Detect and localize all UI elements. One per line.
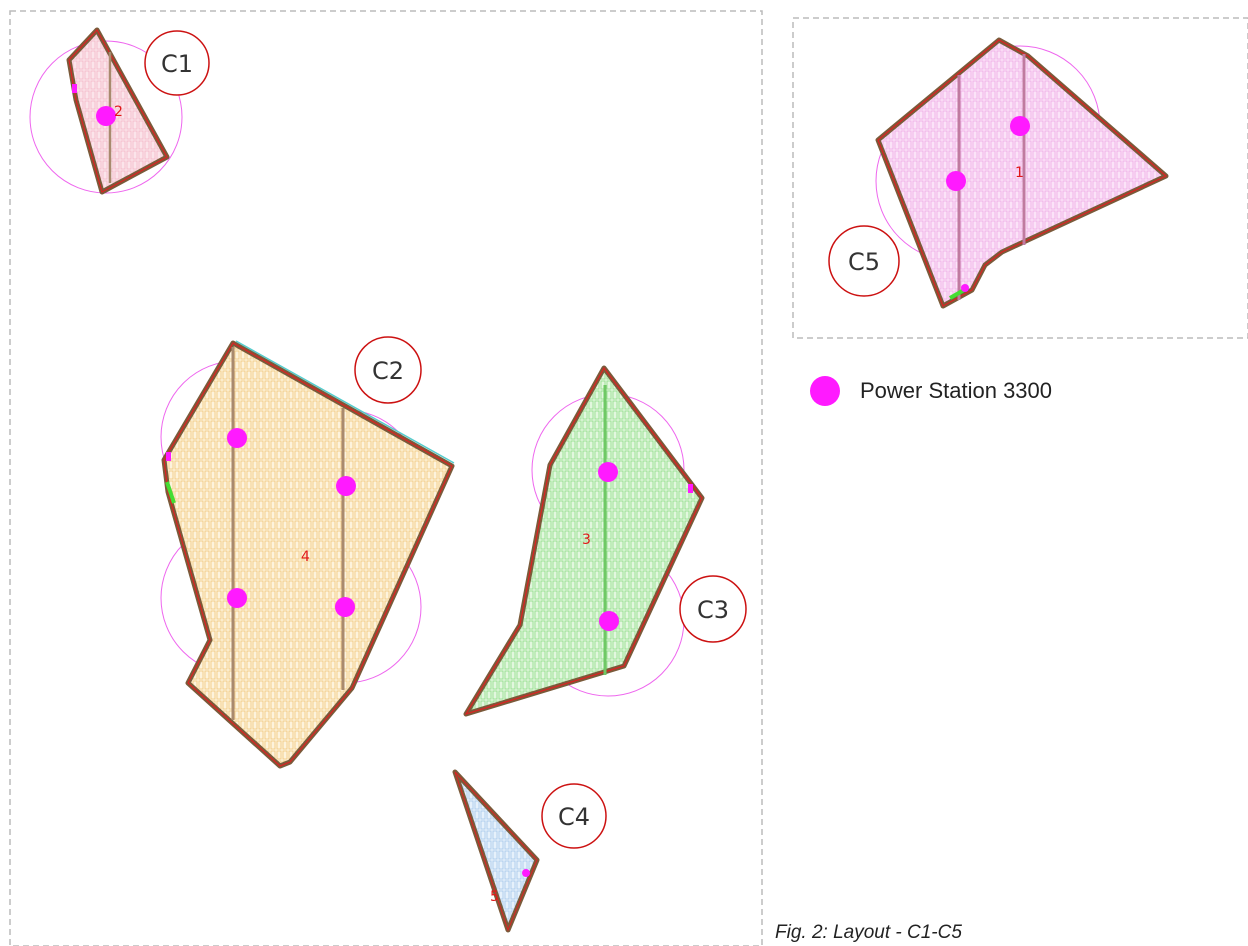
legend-label: Power Station 3300 — [860, 378, 1053, 403]
power-station-marker — [227, 428, 247, 448]
block-number: 3 — [582, 532, 591, 548]
figure-caption: Fig. 2: Layout - C1-C5 — [775, 922, 962, 943]
block-boundary-line — [877, 39, 1168, 307]
block-c4: 5 C4 — [452, 769, 607, 933]
power-station-marker — [336, 476, 356, 496]
power-station-marker — [961, 284, 969, 292]
label-ring — [541, 783, 607, 849]
inset-frame-c5 — [792, 17, 1248, 339]
block-area — [452, 769, 540, 933]
inverter-marker — [72, 84, 77, 93]
block-label: C5 — [848, 248, 880, 276]
block-boundary-line — [68, 28, 168, 193]
block-label: C1 — [161, 50, 193, 78]
inverter-marker — [166, 452, 171, 461]
label-ring — [828, 225, 900, 297]
power-station-marker — [1010, 116, 1030, 136]
legend: Power Station 3300 — [810, 376, 1052, 406]
power-station-marker — [598, 462, 618, 482]
power-station-marker — [335, 597, 355, 617]
coverage-ring — [29, 40, 183, 194]
power-station-marker — [946, 171, 966, 191]
block-label: C2 — [372, 357, 404, 385]
block-number: 4 — [301, 549, 310, 565]
label-ring — [679, 575, 747, 643]
block-number: 1 — [1015, 165, 1024, 181]
access-path — [165, 481, 176, 504]
label-ring — [354, 336, 422, 404]
block-boundary-line — [163, 342, 453, 767]
block-boundary-line — [454, 771, 538, 932]
main-frame — [9, 10, 763, 946]
block-c1: 2 C1 — [29, 27, 210, 195]
block-number: 2 — [114, 104, 123, 120]
power-station-marker — [599, 611, 619, 631]
block-c2: 4 C2 — [160, 336, 455, 769]
power-station-marker — [227, 588, 247, 608]
block-label: C4 — [558, 803, 590, 831]
access-path — [949, 288, 965, 300]
block-number: 5 — [490, 889, 499, 905]
block-boundary-line — [464, 366, 703, 716]
inverter-marker — [688, 484, 693, 493]
block-c3: 3 C3 — [463, 365, 747, 717]
edge-fence — [235, 340, 455, 464]
block-label: C3 — [697, 596, 729, 624]
label-ring — [144, 30, 210, 96]
block-c5: 1 C5 — [828, 37, 1169, 309]
power-station-marker — [522, 869, 530, 877]
power-station-marker — [96, 106, 116, 126]
power-station-dot-icon — [810, 376, 840, 406]
